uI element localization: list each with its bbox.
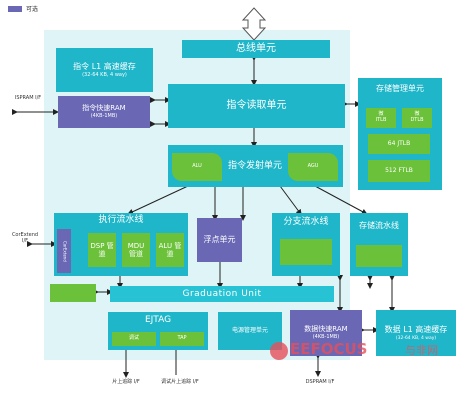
alu-pipe: ALU 管道 bbox=[156, 233, 184, 267]
ejtag-tap: TAP bbox=[160, 332, 204, 346]
itlb-label: ITLB bbox=[375, 117, 387, 123]
ispram-size: (4KB-1MB) bbox=[90, 113, 118, 120]
corextend-interface-label: CorExtend I/F bbox=[11, 232, 39, 244]
ejtag-debug: 调试 bbox=[112, 332, 156, 346]
dtlb-prefix: 微 bbox=[414, 111, 420, 118]
store-title: 存储流水线 bbox=[359, 221, 399, 231]
fpu-block: 浮点单元 bbox=[197, 218, 242, 262]
watermark-logo-icon bbox=[270, 342, 288, 360]
ispram-block: 指令快速RAM (4KB-1MB) bbox=[58, 96, 150, 128]
trace-interface-label-left: 片上追踪 I/F bbox=[112, 379, 140, 385]
issue-agu-queue: AGU bbox=[288, 153, 338, 181]
icache-detail: (32-64 KB, 4 way) bbox=[82, 71, 127, 78]
dspram-block: 数据快速RAM (4KB-1MB) bbox=[290, 310, 362, 356]
aux-green-block bbox=[50, 284, 96, 302]
issue-unit: ALU 指令发射单元 AGU bbox=[168, 145, 343, 187]
legend-label: 可选 bbox=[26, 6, 39, 13]
dcache-detail: (32-64 KB, 4 way) bbox=[395, 336, 437, 341]
ftlb-block: 512 FTLB bbox=[368, 160, 430, 182]
dcache-title: 数据 L1 高速缓存 bbox=[384, 324, 448, 334]
power-mgmt: 电源管理单元 bbox=[218, 312, 282, 350]
watermark-cn: 与非网 bbox=[405, 344, 438, 357]
mmu-title: 存储管理单元 bbox=[376, 84, 424, 94]
ispram-label: 指令快速RAM bbox=[82, 104, 126, 113]
corextend-block: CorExtend bbox=[57, 229, 71, 273]
jtlb-block: 64 JTLB bbox=[368, 134, 430, 154]
bus-unit: 总线单元 bbox=[182, 40, 330, 58]
dspram-size: (4KB-1MB) bbox=[312, 334, 340, 341]
branch-pipeline: 分支流水线 bbox=[272, 213, 340, 276]
ejtag-block: EJTAG 调试 TAP bbox=[108, 312, 208, 350]
watermark-brand: EEFOCUS bbox=[290, 340, 368, 358]
legend-swatch bbox=[8, 6, 22, 12]
mdu-pipe: MDU 管道 bbox=[122, 233, 150, 267]
dsp-pipe: DSP 管道 bbox=[88, 233, 116, 267]
trace-interface-label-right: 调试片上追踪 I/F bbox=[161, 379, 199, 385]
branch-unit-inner bbox=[280, 239, 332, 265]
icache-block: 指令 L1 高速缓存 (32-64 KB, 4 way) bbox=[56, 48, 153, 92]
dspram-label: 数据快速RAM bbox=[304, 325, 348, 334]
issue-title: 指令发射单元 bbox=[227, 160, 282, 171]
exec-title: 执行流水线 bbox=[98, 214, 144, 225]
branch-title: 分支流水线 bbox=[283, 216, 329, 227]
watermark: EEFOCUS 与非网 bbox=[270, 340, 460, 364]
ejtag-title: EJTAG bbox=[144, 314, 172, 325]
itlb-prefix: 微 bbox=[378, 111, 384, 118]
ispram-interface-label: ISPRAM I/F bbox=[14, 95, 42, 101]
exec-pipeline: 执行流水线 CorExtend DSP 管道 MDU 管道 ALU 管道 bbox=[54, 213, 188, 276]
dspram-interface-label: DSPRAM I/F bbox=[305, 379, 335, 385]
fetch-unit: 指令读取单元 bbox=[168, 84, 345, 128]
store-pipeline: 存储流水线 bbox=[350, 213, 408, 276]
graduation-unit: Graduation Unit bbox=[110, 286, 334, 302]
store-unit-inner bbox=[356, 245, 402, 267]
issue-alu-queue: ALU bbox=[172, 153, 222, 181]
dcache-block: 数据 L1 高速缓存 (32-64 KB, 4 way) bbox=[376, 310, 456, 356]
dtlb-label: DTLB bbox=[410, 117, 424, 123]
icache-title: 指令 L1 高速缓存 bbox=[73, 61, 136, 71]
